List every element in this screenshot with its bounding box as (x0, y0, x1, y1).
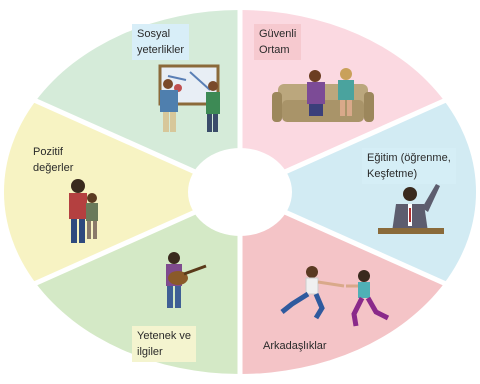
student-raising-hand-icon (378, 184, 444, 234)
label-values-line-1: Pozitif (33, 146, 63, 158)
label-talent-line-2: ilgiler (137, 346, 163, 358)
couple-on-sofa-icon (272, 68, 374, 122)
label-social: Sosyal yeterlikler (132, 24, 190, 60)
label-social-line-2: yeterlikler (137, 44, 185, 56)
label-safe-line-2: Ortam (259, 44, 290, 56)
label-friends-line-1: Arkadaşlıklar (263, 340, 327, 352)
label-safe-line-1: Güvenli (259, 28, 297, 40)
label-education-line-2: Keşfetme) (367, 168, 418, 180)
label-education: Eğitim (öğrenme, Keşfetme) (362, 148, 456, 184)
label-friends: Arkadaşlıklar (258, 336, 332, 356)
label-talent: Yetenek ve ilgiler (132, 326, 197, 362)
segment-education (240, 101, 477, 283)
segment-friends (240, 192, 445, 374)
people-at-whiteboard-icon (158, 64, 220, 132)
label-values-line-2: değerler (33, 162, 74, 174)
label-values: Pozitif değerler (28, 142, 79, 178)
center-hole (188, 148, 292, 236)
label-safe: Güvenli Ortam (254, 24, 302, 60)
label-social-line-1: Sosyal (137, 28, 171, 40)
friends-running-icon (280, 266, 390, 327)
parent-hugging-child-icon (69, 179, 98, 243)
label-education-line-1: Eğitim (öğrenme, (367, 152, 451, 164)
guitar-player-icon (166, 252, 207, 308)
label-talent-line-1: Yetenek ve (137, 330, 192, 342)
